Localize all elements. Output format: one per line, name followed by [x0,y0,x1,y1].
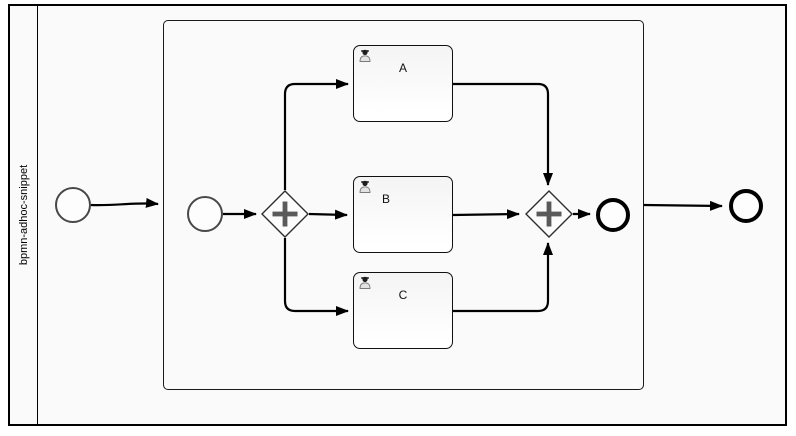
task-b[interactable]: B [353,176,453,253]
parallel-gateway-split[interactable] [261,190,309,238]
task-c[interactable]: C [353,272,453,349]
task-a[interactable]: A [353,45,453,122]
task-label: C [398,288,408,302]
user-icon [359,180,371,193]
user-icon [359,276,371,289]
parallel-gateway-join[interactable] [525,190,573,238]
flow-task-c-to-join[interactable] [453,242,553,313]
outer-start-event[interactable] [55,187,91,223]
pool-header[interactable]: bpmn-adhoc-snippet [10,6,38,424]
plus-icon [536,201,562,227]
flow-subprocess-to-end[interactable] [643,200,723,211]
flow-split-to-task-b[interactable] [308,209,348,220]
gateway-diamond [261,190,309,238]
flow-start-to-subprocess[interactable] [90,197,159,208]
flow-task-a-to-join[interactable] [452,82,553,186]
task-label: A [398,61,407,75]
user-icon [359,49,371,62]
gateway-diamond [525,190,573,238]
adhoc-subprocess[interactable] [163,20,644,390]
outer-end-event[interactable] [729,189,763,223]
flow-split-to-task-c[interactable] [283,238,349,316]
plus-icon [272,201,298,227]
flow-split-to-task-a[interactable] [283,79,349,190]
flow-task-b-to-join[interactable] [452,209,520,220]
task-label: B [381,192,390,206]
inner-start-event[interactable] [187,196,223,232]
inner-end-event[interactable] [596,198,630,232]
